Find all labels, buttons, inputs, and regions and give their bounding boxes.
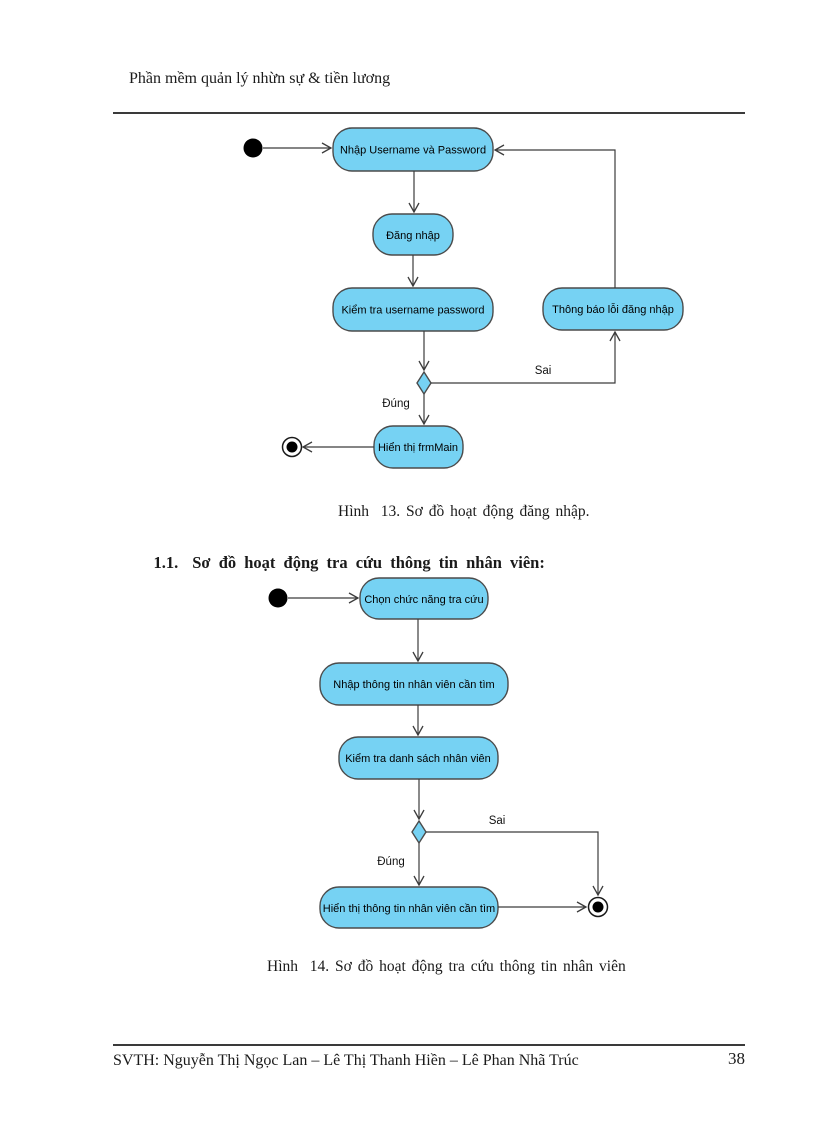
activity-label: Nhập Username và Password	[340, 145, 486, 157]
end-node	[587, 896, 609, 918]
branch-label-yes: Đúng	[377, 856, 405, 868]
section-title: Sơ đồ hoạt động tra cứu thông tin nhân v…	[192, 553, 545, 572]
activity-label: Hiển thị frmMain	[378, 442, 458, 454]
edge-decision-sai-to-end	[426, 831, 604, 897]
edge-decision-sai-to-error	[431, 330, 621, 384]
page-header: Phần mềm quản lý nhừn sự & tiền lương	[113, 49, 745, 114]
section-heading: 1.1. Sơ đồ hoạt động tra cứu thông tin nh…	[137, 533, 545, 593]
decision-diamond	[416, 370, 432, 396]
branch-label-yes: Đúng	[382, 398, 410, 410]
activity-label: Thông báo lỗi đăng nhập	[552, 303, 674, 316]
footer-divider	[113, 1044, 745, 1046]
diagram-lookup: Chọn chức năng tra cứu Nhập thông tin nh…	[268, 577, 609, 929]
header-title: Phần mềm quản lý nhừn sự & tiền lương	[129, 70, 391, 87]
page-number: 38	[728, 1049, 745, 1068]
activity-label: Nhập thông tin nhân viên cần tìm	[333, 679, 494, 691]
activity-label: Đăng nhập	[386, 230, 440, 242]
activity-display-employee-info: Hiển thị thông tin nhân viên cần tìm	[319, 886, 499, 929]
activity-choose-search: Chọn chức năng tra cứu	[359, 577, 489, 620]
branch-label-no: Sai	[535, 365, 552, 377]
activity-input-credentials: Nhập Username và Password	[332, 127, 494, 172]
activity-label: Hiển thị thông tin nhân viên cần tìm	[323, 903, 495, 915]
footer-authors: SVTH: Nguyễn Thị Ngọc Lan – Lê Thị Thanh…	[113, 1052, 579, 1069]
activity-check-employee-list: Kiểm tra danh sách nhân viên	[338, 736, 499, 780]
activity-login: Đăng nhập	[372, 213, 454, 256]
activity-check-credentials: Kiểm tra username password	[332, 287, 494, 332]
activity-label: Chọn chức năng tra cứu	[364, 594, 483, 606]
activity-error-message: Thông báo lỗi đăng nhập	[542, 287, 684, 331]
diagram-login: Nhập Username và Password Đăng nhập Kiểm…	[243, 127, 684, 469]
figure-14-caption: Hình 14. Sơ đồ hoạt động tra cứu thông t…	[267, 958, 626, 975]
section-number: 1.1.	[153, 553, 179, 572]
activity-label: Kiểm tra danh sách nhân viên	[345, 753, 491, 765]
start-node	[268, 588, 288, 608]
activity-enter-employee-info: Nhập thông tin nhân viên cần tìm	[319, 662, 509, 706]
branch-label-no: Sai	[489, 815, 506, 827]
figure-13-caption: Hình 13. Sơ đồ hoạt động đăng nhập.	[338, 503, 590, 520]
start-node	[243, 138, 263, 158]
activity-show-frmmain: Hiển thị frmMain	[373, 425, 464, 469]
end-node	[281, 436, 303, 458]
decision-diamond	[411, 819, 427, 845]
activity-label: Kiểm tra username password	[341, 305, 484, 317]
edge-error-loop-to-input	[493, 144, 616, 288]
